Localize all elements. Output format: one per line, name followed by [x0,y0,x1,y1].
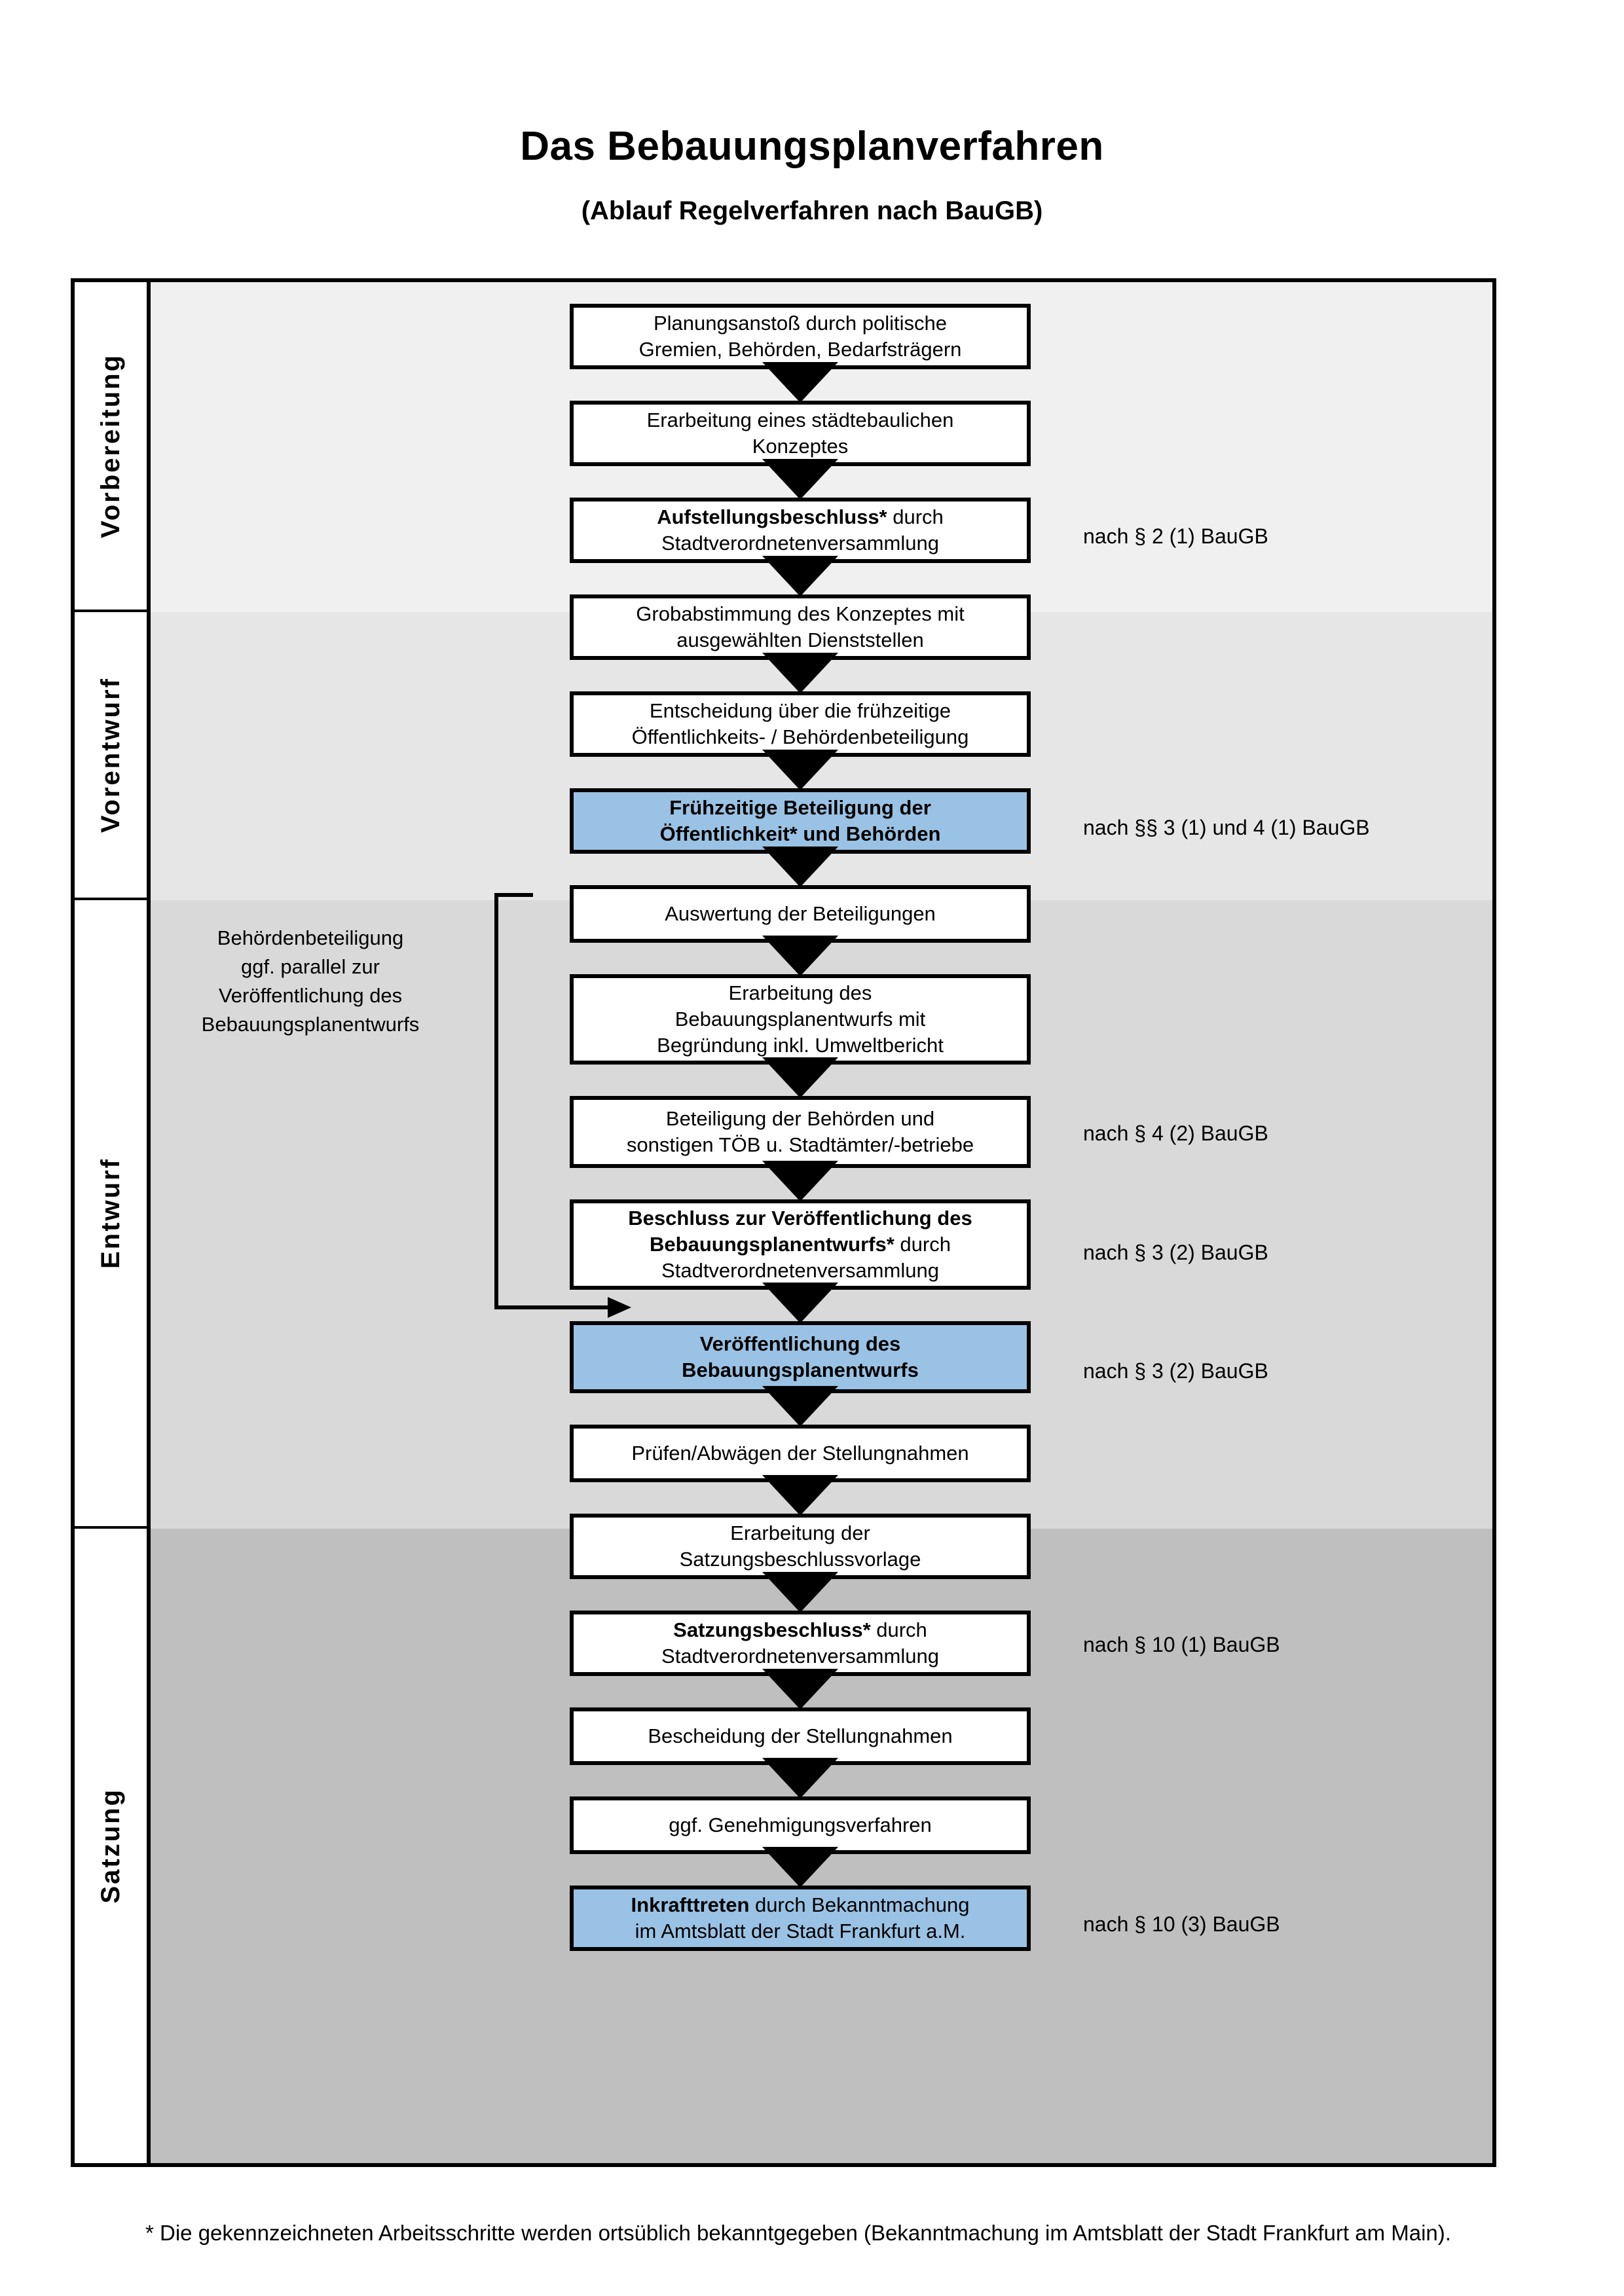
step-line-bold: Bebauungsplanentwurfs* [650,1232,895,1256]
step-box-15[interactable]: Bescheidung der Stellungnahmen [570,1707,1031,1765]
flow-arrow-10-11 [762,1283,838,1323]
step-box-14[interactable]: Satzungsbeschluss* durch Stadtverordnete… [570,1611,1031,1676]
step-line: Bescheidung der Stellungnahmen [648,1724,953,1747]
flow-arrow-4-5 [762,653,838,693]
flow-arrow-3-4 [762,556,838,596]
step-box-5[interactable]: Entscheidung über die frühzeitige Öffent… [570,691,1031,757]
flow-arrow-1-2 [762,362,838,403]
step-line-bold: Öffentlichkeit* und Behörden [659,822,941,845]
step-line: Gremien, Behörden, Bedarfsträgern [638,338,962,361]
page-title: Das Bebauungsplanverfahren [520,124,1104,169]
step-line: Satzungsbeschlussvorlage [679,1548,921,1571]
flow-arrow-16-17 [762,1847,838,1887]
side-note-line: Bebauungsplanentwurfs [201,1013,420,1036]
legal-note-4: nach § 3 (2) BauGB [1083,1241,1268,1264]
legal-note-3: nach § 4 (2) BauGB [1083,1121,1268,1145]
legal-note-1: nach § 2 (1) BauGB [1083,524,1268,548]
step-line: Entscheidung über die frühzeitige [649,699,951,722]
step-line-bold: Bebauungsplanentwurfs [682,1358,919,1381]
flow-arrow-8-9 [762,1057,838,1098]
flow-arrow-11-12 [762,1386,838,1427]
step-box-4[interactable]: Grobabstimmung des Konzeptes mit ausgewä… [570,594,1031,660]
side-note-line: Behördenbeteiligung [217,926,404,949]
step-line-bold: Inkrafttreten [631,1893,750,1916]
step-line-bold: Beschluss zur Veröffentlichung des [628,1206,972,1230]
flow-arrow-14-15 [762,1669,838,1709]
step-line: Bebauungsplanentwurfs mit [674,1007,926,1030]
step-line: Grobabstimmung des Konzeptes mit [636,602,965,625]
step-line-bold: Satzungsbeschluss* [673,1618,871,1641]
legal-note-7: nach § 10 (3) BauGB [1083,1912,1280,1936]
phase-label-vorbereitung: Vorbereitung [75,282,147,612]
step-box-6[interactable]: Frühzeitige Beteiligung der Öffentlichke… [570,788,1031,854]
step-line: Erarbeitung der [730,1521,870,1544]
step-line: Öffentlichkeits- / Behördenbeteiligung [631,725,969,748]
page-subtitle: (Ablauf Regelverfahren nach BauGB) [581,196,1043,226]
flow-arrow-6-7 [762,847,838,887]
step-box-2[interactable]: Erarbeitung eines städtebaulichen Konzep… [570,401,1031,466]
step-line: Erarbeitung des [728,981,872,1004]
side-note-line: Veröffentlichung des [218,984,403,1008]
flowchart-frame: Vorbereitung Vorentwurf Entwurf Satzung … [71,278,1496,2167]
phase-label-text: Satzung [96,1788,125,1904]
step-line: im Amtsblatt der Stadt Frankfurt a.M. [635,1920,966,1942]
step-line: ausgewählten Dienststellen [676,629,924,651]
phase-label-text: Vorentwurf [96,676,125,833]
step-line-suffix: durch [887,505,944,528]
bypass-connector [494,893,631,1318]
step-line: Prüfen/Abwägen der Stellungnahmen [631,1441,969,1465]
step-line: Auswertung der Beteiligungen [665,902,936,925]
flow-arrow-2-3 [762,459,838,500]
phase-label-satzung: Satzung [75,1529,147,2163]
step-line: Beteiligung der Behörden und [665,1106,935,1130]
step-line-suffix: durch Bekanntmachung [749,1893,970,1916]
step-box-16[interactable]: ggf. Genehmigungsverfahren [570,1796,1031,1854]
flow-arrow-7-8 [762,936,838,976]
step-line-bold: Aufstellungsbeschluss* [657,505,887,528]
step-box-12[interactable]: Prüfen/Abwägen der Stellungnahmen [570,1425,1031,1482]
phase-label-text: Vorbereitung [96,354,125,538]
side-note-parallel-participation: Behördenbeteiligung ggf. parallel zur Ve… [170,924,451,1039]
step-line-bold: Frühzeitige Beteiligung der [669,795,931,819]
footnote: * Die gekennzeichneten Arbeitsschritte w… [145,2221,1451,2245]
step-line: Erarbeitung eines städtebaulichen [646,408,954,431]
step-line: Stadtverordnetenversammlung [661,1259,939,1283]
step-line: Begründung inkl. Umweltbericht [657,1034,944,1057]
legal-note-6: nach § 10 (1) BauGB [1083,1633,1280,1656]
step-line: Stadtverordnetenversammlung [661,532,939,555]
step-line-suffix: durch [870,1618,927,1641]
flow-arrow-9-10 [762,1161,838,1201]
step-box-17[interactable]: Inkrafttreten durch Bekanntmachung im Am… [570,1886,1031,1951]
step-box-10[interactable]: Beschluss zur Veröffentlichung des Bebau… [570,1199,1031,1290]
step-line-suffix: durch [894,1232,951,1256]
step-line: Stadtverordnetenversammlung [661,1645,939,1667]
flow-arrow-13-14 [762,1572,838,1613]
step-box-11[interactable]: Veröffentlichung des Bebauungsplanentwur… [570,1321,1031,1393]
legal-note-5: nach § 3 (2) BauGB [1083,1359,1268,1383]
step-line: Konzeptes [752,435,849,458]
step-box-7[interactable]: Auswertung der Beteiligungen [570,885,1031,943]
step-line: sonstigen TÖB u. Stadtämter/-betriebe [626,1133,974,1156]
phase-label-entwurf: Entwurf [75,900,147,1529]
side-note-line: ggf. parallel zur [241,955,380,979]
flow-arrow-15-16 [762,1758,838,1798]
legal-note-2: nach §§ 3 (1) und 4 (1) BauGB [1083,816,1370,839]
step-line-bold: Veröffentlichung des [699,1332,901,1355]
phase-label-vorentwurf: Vorentwurf [75,612,147,900]
step-box-13[interactable]: Erarbeitung der Satzungsbeschlussvorlage [570,1514,1031,1579]
flow-arrow-5-6 [762,750,838,790]
flow-arrow-12-13 [762,1475,838,1516]
step-box-3[interactable]: Aufstellungsbeschluss* durch Stadtverord… [570,498,1031,563]
step-line: ggf. Genehmigungsverfahren [669,1813,932,1836]
step-box-1[interactable]: Planungsanstoß durch politische Gremien,… [570,304,1031,369]
title-block: Das Bebauungsplanverfahren (Ablauf Regel… [0,124,1624,226]
step-line: Planungsanstoß durch politische [653,311,948,335]
phase-label-text: Entwurf [96,1157,125,1269]
